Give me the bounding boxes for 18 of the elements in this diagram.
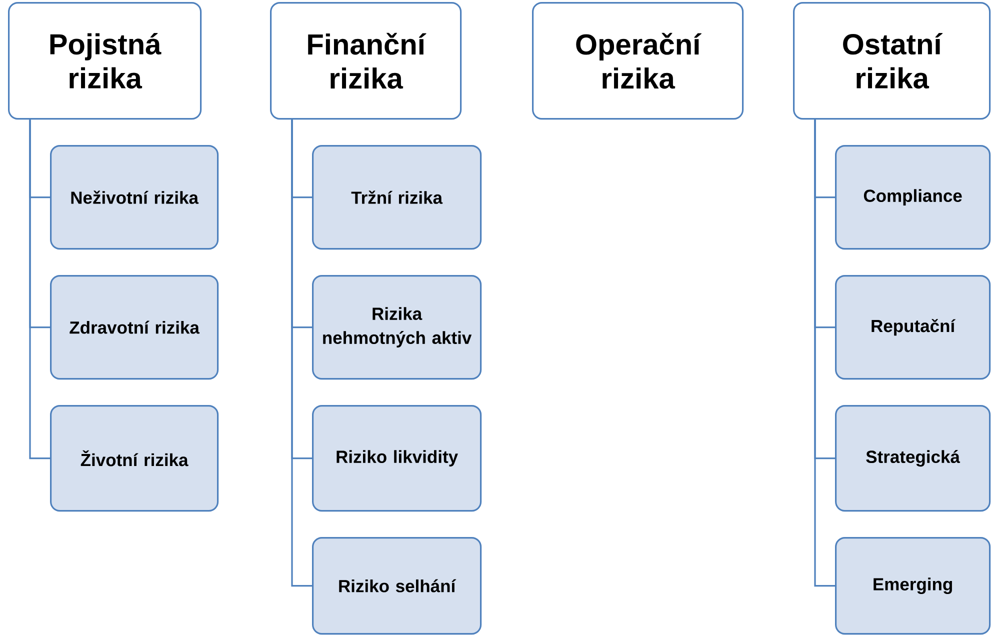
- sub-box: Compliance: [835, 145, 991, 250]
- sub-box: Strategická: [835, 405, 991, 512]
- sub-box: Rizika nehmotných aktiv: [312, 275, 482, 380]
- sub-box: Životní rizika: [50, 405, 219, 512]
- sub-box: Riziko selhání: [312, 537, 482, 635]
- connector-line: [29, 120, 50, 460]
- sub-box: Reputační: [835, 275, 991, 380]
- sub-box: Emerging: [835, 537, 991, 635]
- top-box: Operační rizika: [532, 2, 744, 120]
- connector-line: [291, 120, 312, 587]
- sub-box: Tržní rizika: [312, 145, 482, 250]
- top-box: Finanční rizika: [270, 2, 462, 120]
- connector-line: [814, 120, 835, 587]
- top-box: Ostatní rizika: [793, 2, 991, 120]
- sub-box: Riziko likvidity: [312, 405, 482, 512]
- top-box: Pojistná rizika: [8, 2, 202, 120]
- sub-box: Neživotní rizika: [50, 145, 219, 250]
- sub-box: Zdravotní rizika: [50, 275, 219, 380]
